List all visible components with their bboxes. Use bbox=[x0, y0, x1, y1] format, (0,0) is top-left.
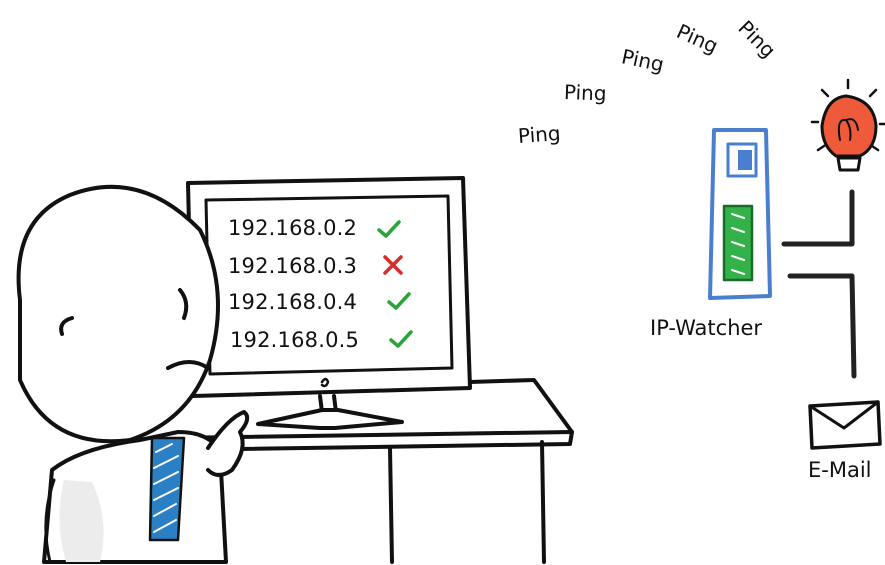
checkmark-icon bbox=[376, 218, 402, 240]
wires bbox=[784, 192, 854, 376]
ip-watcher-label: IP-Watcher bbox=[650, 316, 762, 340]
email-label: E-Mail bbox=[808, 458, 872, 482]
light-bulb-icon bbox=[812, 80, 885, 170]
ip-watcher-device bbox=[710, 130, 770, 298]
ip-address: 192.168.0.3 bbox=[228, 254, 357, 278]
checkmark-icon bbox=[388, 328, 414, 350]
ping-label-1: Ping bbox=[517, 121, 561, 148]
ip-address: 192.168.0.4 bbox=[228, 290, 357, 314]
ip-address: 192.168.0.5 bbox=[230, 328, 359, 352]
envelope-icon bbox=[810, 402, 880, 448]
ping-label-2: Ping bbox=[564, 80, 607, 105]
checkmark-icon bbox=[386, 290, 412, 312]
x-mark-icon bbox=[382, 254, 404, 276]
ip-address: 192.168.0.2 bbox=[228, 216, 357, 240]
